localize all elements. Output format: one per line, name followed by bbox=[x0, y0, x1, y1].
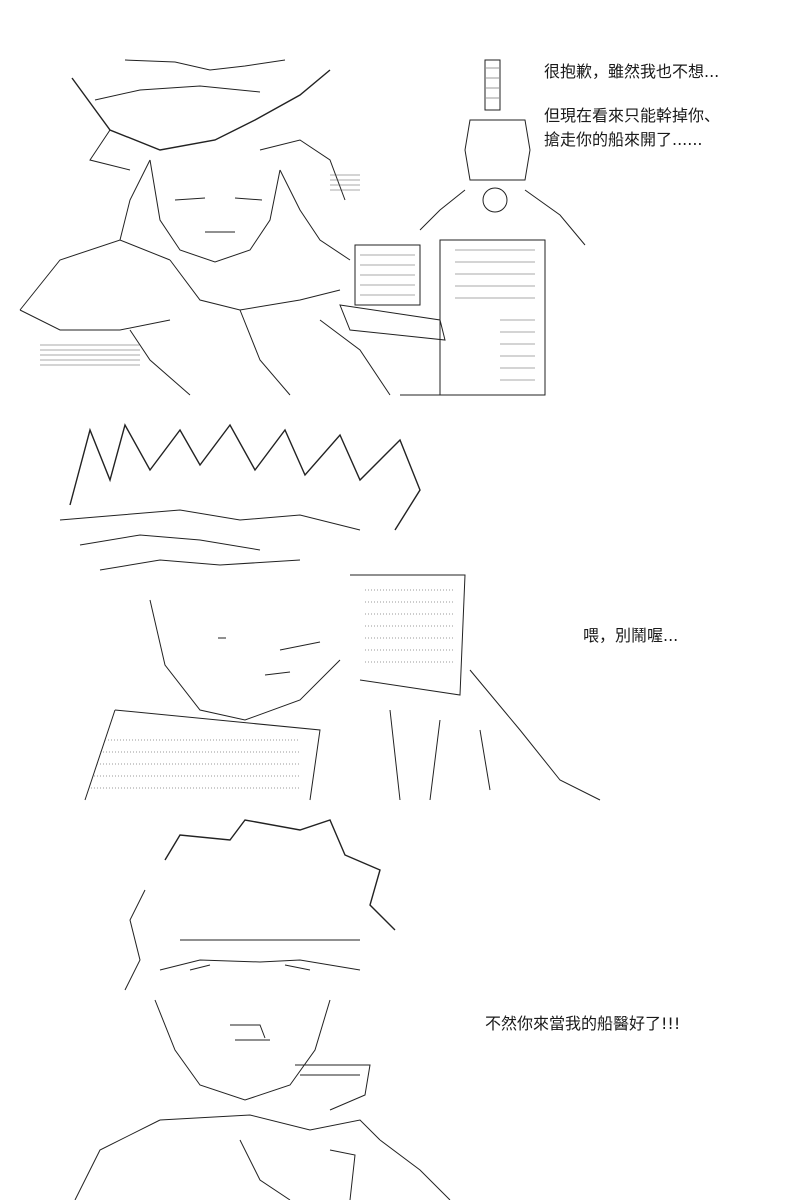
ascii-art-figures-with-robot bbox=[19, 59, 586, 396]
ascii-art-spiky-hair-character bbox=[59, 423, 601, 801]
manga-panel-2: 喂，別鬧喔... bbox=[0, 410, 800, 810]
dialogue-line-1: 喂，別鬧喔... bbox=[583, 626, 679, 645]
ascii-art-grinning-character bbox=[74, 819, 451, 1200]
dialogue-line-1: 很抱歉，雖然我也不想... bbox=[544, 62, 720, 81]
manga-panel-3: 不然你來當我的船醫好了!!! bbox=[0, 810, 800, 1200]
dialogue-line-1: 不然你來當我的船醫好了!!! bbox=[485, 1014, 681, 1033]
dialogue-line-2: 但現在看來只能幹掉你、 bbox=[544, 106, 721, 125]
manga-panel-1: 很抱歉，雖然我也不想... 但現在看來只能幹掉你、 搶走你的船來開了...... bbox=[0, 0, 800, 410]
dialogue-line-3: 搶走你的船來開了...... bbox=[544, 130, 703, 149]
